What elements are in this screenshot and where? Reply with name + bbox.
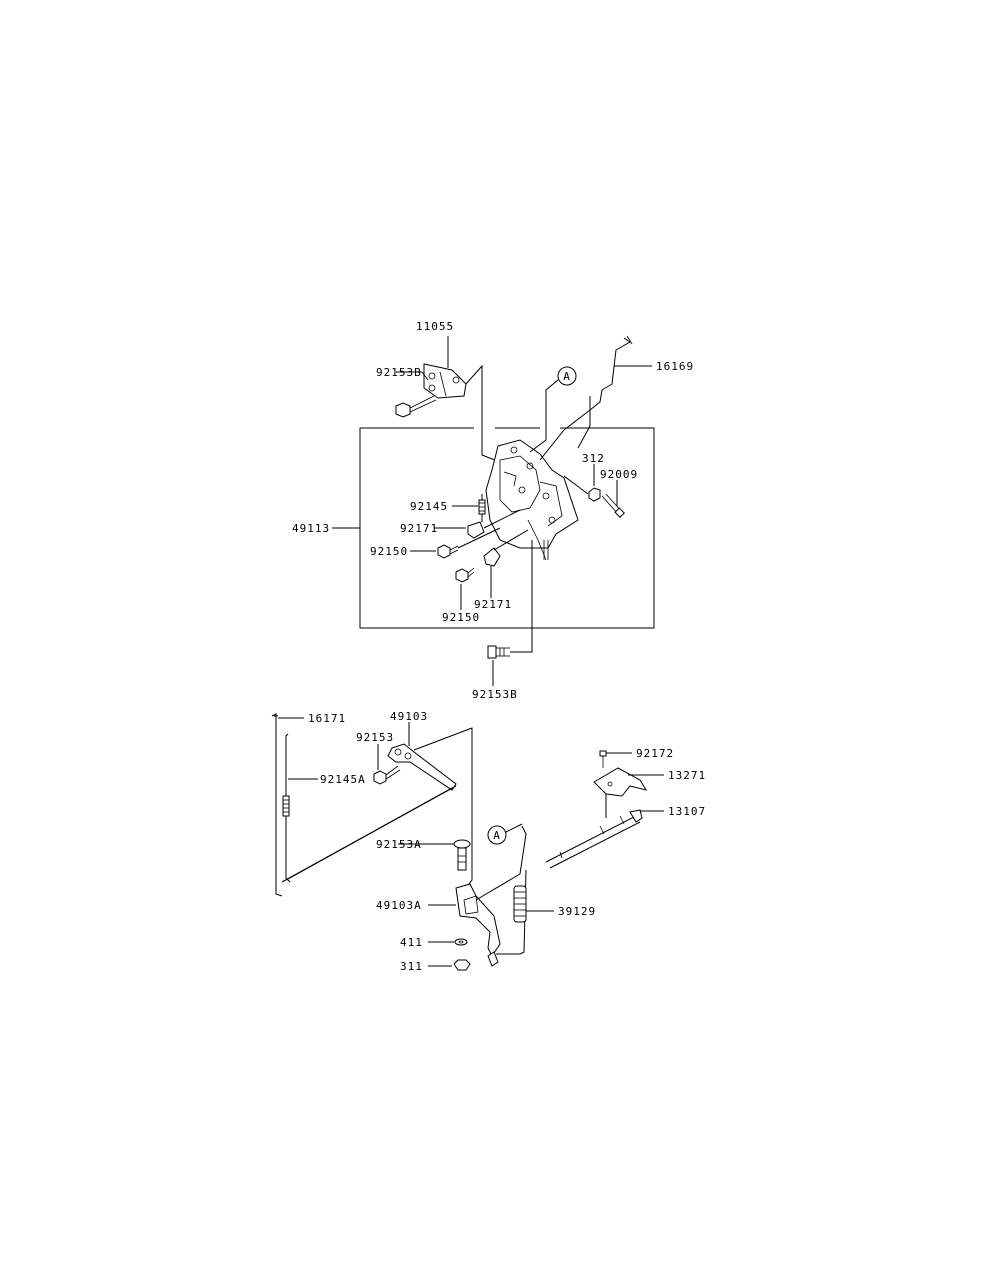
leader-312-b xyxy=(563,475,589,495)
part-92153B-bolt-top xyxy=(395,395,437,418)
label-16171: 16171 xyxy=(308,712,346,725)
part-411-washer xyxy=(454,938,468,946)
label-92009: 92009 xyxy=(600,468,638,481)
ref-mark-a-lower: A xyxy=(487,825,507,845)
part-92153-bolt xyxy=(373,765,401,785)
leader-ref-a-lower xyxy=(505,823,523,833)
part-16171-rod xyxy=(271,713,283,897)
part-labels: 11055 92153B 16169 312 92009 92145 49113… xyxy=(292,320,706,973)
leader-92150-a-b xyxy=(457,527,501,549)
label-13271: 13271 xyxy=(668,769,706,782)
label-13107: 13107 xyxy=(668,805,706,818)
part-13107-shaft xyxy=(545,809,643,869)
label-39129: 39129 xyxy=(558,905,596,918)
leader-16169-b xyxy=(577,396,591,449)
ref-mark-a-lower-text: A xyxy=(493,829,501,842)
label-92171-b: 92171 xyxy=(474,598,512,611)
assembly-frame-49113 xyxy=(359,427,655,629)
part-11055-bracket xyxy=(423,363,467,399)
part-92150-bolt-a xyxy=(437,544,459,559)
label-49103A: 49103A xyxy=(376,899,422,912)
part-92150-bolt-b xyxy=(455,567,475,583)
label-49113: 49113 xyxy=(292,522,330,535)
part-92009-bolt xyxy=(601,493,625,518)
label-92153A: 92153A xyxy=(376,838,422,851)
label-311: 311 xyxy=(400,960,423,973)
leader-92171-a-b xyxy=(483,509,521,529)
part-49103-lever xyxy=(281,743,457,883)
label-49103: 49103 xyxy=(390,710,428,723)
leader-92171-b-b xyxy=(493,529,529,551)
label-92153B-bottom: 92153B xyxy=(472,688,518,701)
leader-92153B-bottom-frame xyxy=(510,540,533,653)
label-92171-a: 92171 xyxy=(400,522,438,535)
label-11055: 11055 xyxy=(416,320,454,333)
part-312-nut xyxy=(588,487,601,502)
label-92153B-top: 92153B xyxy=(376,366,422,379)
label-92153: 92153 xyxy=(356,731,394,744)
part-control-plate xyxy=(485,439,579,561)
leader-ref-a-upper xyxy=(529,379,559,453)
part-92145-spring xyxy=(478,494,486,522)
part-16169-rod xyxy=(539,335,633,461)
part-92171-clip-b xyxy=(483,547,501,567)
part-92153A-bolt xyxy=(453,839,471,871)
part-92145A-spring xyxy=(282,733,291,883)
part-13271-plate xyxy=(593,767,648,797)
label-92150-b: 92150 xyxy=(442,611,480,624)
part-92172-screw xyxy=(599,750,607,768)
ref-mark-a-upper: A xyxy=(557,366,577,386)
label-92150-a: 92150 xyxy=(370,545,408,558)
label-16169: 16169 xyxy=(656,360,694,373)
leader-11055-to-plate xyxy=(465,364,501,463)
part-92171-clip-a xyxy=(467,521,485,539)
label-92145: 92145 xyxy=(410,500,448,513)
leader-92153B-top-b xyxy=(421,371,429,381)
part-92153B-bolt-bottom xyxy=(487,645,510,659)
label-92145A: 92145A xyxy=(320,773,366,786)
label-312: 312 xyxy=(582,452,605,465)
label-92172: 92172 xyxy=(636,747,674,760)
label-411: 411 xyxy=(400,936,423,949)
part-311-nut xyxy=(453,959,471,971)
part-39129-spring xyxy=(513,885,527,923)
ref-mark-a-upper-text: A xyxy=(563,370,571,383)
